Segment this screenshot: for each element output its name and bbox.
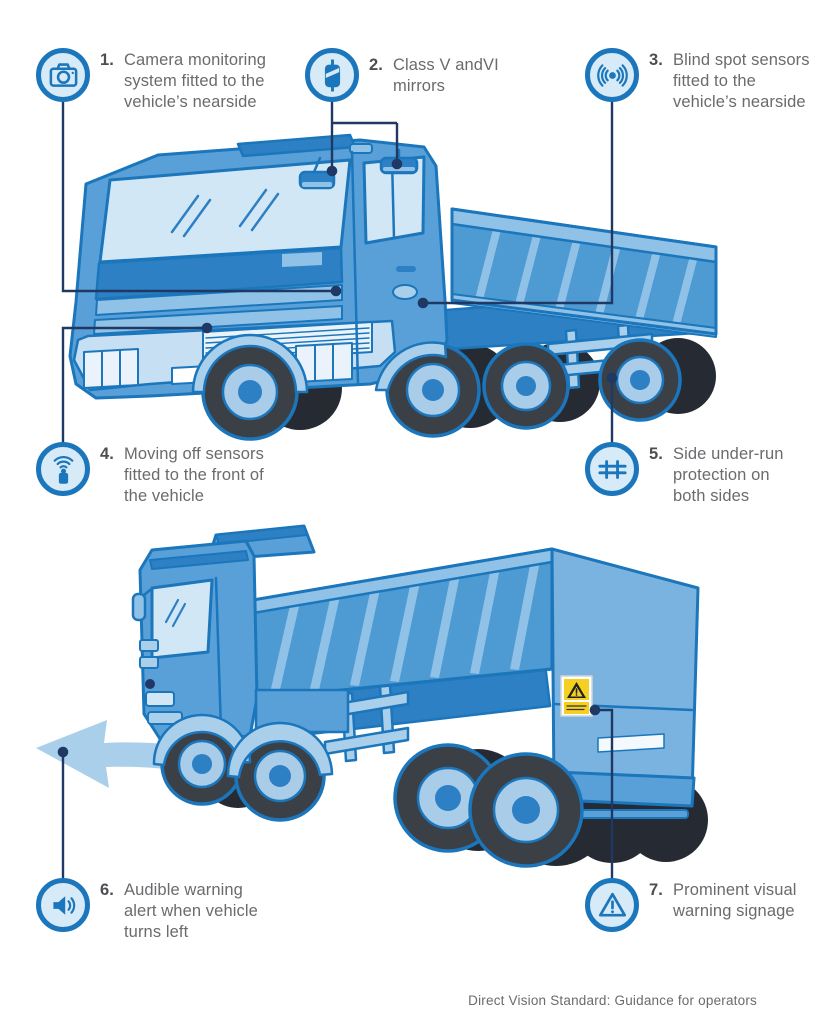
callout-1: 1. Camera monitoring system fitted to th… bbox=[36, 48, 266, 113]
callout-6: 6. Audible warning alert when vehicle tu… bbox=[36, 878, 258, 943]
callout-3-text: Blind spot sensors fitted to the vehicle… bbox=[673, 51, 810, 111]
blind-spot-sensor-icon bbox=[585, 48, 639, 102]
top-truck-illustration bbox=[68, 133, 718, 441]
callout-1-number: 1. bbox=[100, 51, 114, 69]
callout-5: 5. Side under-run protection on both sid… bbox=[585, 442, 784, 507]
front-sensor-dot bbox=[145, 679, 155, 689]
class-v-mirror bbox=[298, 156, 336, 190]
callout-4-number: 4. bbox=[100, 445, 114, 463]
callout-3: 3. Blind spot sensors fitted to the vehi… bbox=[585, 48, 810, 113]
callout-5-number: 5. bbox=[649, 445, 663, 463]
callout-5-text: Side under-run protection on both sides bbox=[673, 445, 784, 505]
callout-1-text: Camera monitoring system fitted to the v… bbox=[124, 51, 267, 111]
callout-2-text: Class V andVI mirrors bbox=[393, 56, 499, 95]
side-under-run-icon bbox=[585, 442, 639, 496]
tipper-ribs-rear bbox=[270, 560, 540, 694]
footer-caption: Direct Vision Standard: Guidance for ope… bbox=[468, 993, 757, 1008]
callout-6-text: Audible warning alert when vehicle turns… bbox=[124, 881, 258, 941]
callout-6-number: 6. bbox=[100, 881, 114, 899]
connector-dots bbox=[57, 158, 618, 758]
callout-3-number: 3. bbox=[649, 51, 663, 69]
mirror-icon bbox=[305, 48, 359, 102]
moving-off-sensor-icon bbox=[36, 442, 90, 496]
audible-warning-icon bbox=[36, 878, 90, 932]
windscreen-glare bbox=[170, 188, 280, 238]
tipper-ribs bbox=[475, 221, 700, 325]
top-truck-wheels bbox=[201, 338, 682, 441]
truck-rear-face bbox=[550, 547, 700, 819]
callout-7-number: 7. bbox=[649, 881, 663, 899]
callout-4: 4. Moving off sensors fitted to the fron… bbox=[36, 442, 264, 507]
camera-icon bbox=[36, 48, 90, 102]
callout-7: 7. Prominent visual warning signage bbox=[585, 878, 797, 932]
warning-signage-icon bbox=[585, 878, 639, 932]
callout-7-text: Prominent visual warning signage bbox=[673, 881, 797, 920]
callout-4-text: Moving off sensors fitted to the front o… bbox=[124, 445, 264, 505]
bottom-truck-illustration bbox=[36, 524, 708, 868]
bottom-truck-wheels bbox=[160, 722, 584, 868]
callout-2-number: 2. bbox=[369, 56, 383, 74]
callout-2: 2. Class V andVI mirrors bbox=[305, 48, 499, 102]
blind-spot-warning-sticker bbox=[560, 675, 593, 717]
